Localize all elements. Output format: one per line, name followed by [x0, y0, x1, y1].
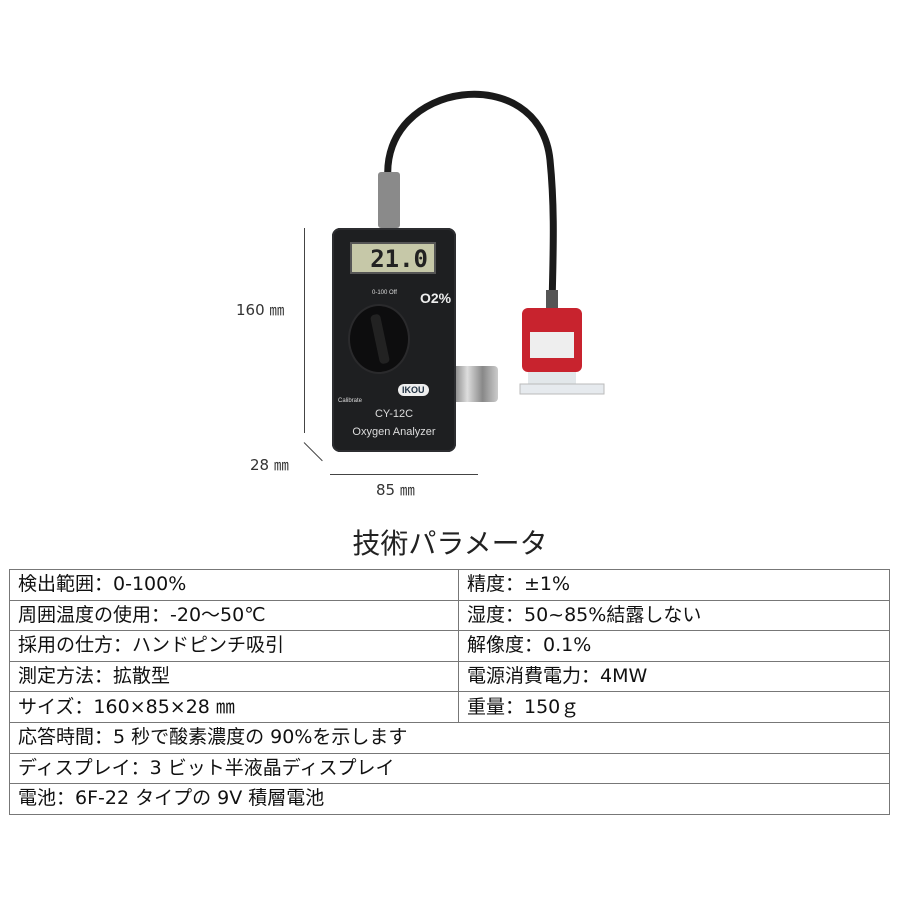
selector-knob[interactable]	[350, 306, 408, 372]
lcd-display: 21.0	[350, 242, 436, 274]
table-row: ディスプレイ：3 ビット半液晶ディスプレイ	[9, 752, 890, 785]
range-label: 0-100 Off	[372, 290, 397, 296]
spec-cell: サイズ：160×85×28 ㎜	[9, 691, 459, 723]
spec-cell: 応答時間：5 秒で酸素濃度の 90%を示します	[9, 721, 890, 754]
device-name: Oxygen Analyzer	[352, 426, 436, 438]
model-label: CY-12C	[374, 408, 414, 420]
depth-label: 28 ㎜	[250, 456, 289, 474]
brand-logo: IKOU	[398, 384, 429, 396]
spec-cell: ディスプレイ：3 ビット半液晶ディスプレイ	[9, 752, 890, 785]
belt-clip	[452, 366, 498, 402]
width-label: 85 ㎜	[376, 481, 415, 499]
table-row: 応答時間：5 秒で酸素濃度の 90%を示します	[9, 721, 890, 754]
width-dimension-line	[330, 474, 478, 475]
section-title: 技術パラメータ	[352, 527, 548, 560]
sensor-cable	[378, 90, 605, 395]
spec-cell: 電池：6F-22 タイプの 9V 積層電池	[9, 783, 890, 815]
height-label: 160 ㎜	[236, 301, 285, 319]
table-row: 電池：6F-22 タイプの 9V 積層電池	[9, 783, 890, 815]
oxygen-analyzer-device: 21.0 0-100 Off O2% Calibrate IKOU CY-12C…	[332, 228, 456, 452]
spec-cell: 精度：±1%	[458, 569, 890, 601]
table-row: 採用の仕方：ハンドピンチ吸引解像度：0.1%	[9, 630, 890, 662]
spec-cell: 採用の仕方：ハンドピンチ吸引	[9, 630, 459, 662]
calibrate-label: Calibrate	[338, 398, 363, 404]
table-row: 検出範囲：0-100%精度：±1%	[9, 569, 890, 601]
spec-cell: 重量：150ｇ	[458, 691, 890, 723]
height-dimension-line	[304, 228, 305, 433]
spec-cell: 解像度：0.1%	[458, 630, 890, 662]
spec-cell: 湿度：50~85%結露しない	[458, 599, 890, 632]
unit-label: O2%	[420, 290, 452, 306]
spec-cell: 電源消費電力：4MW	[458, 660, 890, 693]
spec-cell: 周囲温度の使用：-20～50℃	[9, 599, 459, 632]
table-row: 測定方法：拡散型電源消費電力：4MW	[9, 660, 890, 693]
depth-dimension-line	[303, 442, 323, 462]
spec-cell: 測定方法：拡散型	[9, 660, 459, 693]
spec-cell: 検出範囲：0-100%	[9, 569, 459, 601]
